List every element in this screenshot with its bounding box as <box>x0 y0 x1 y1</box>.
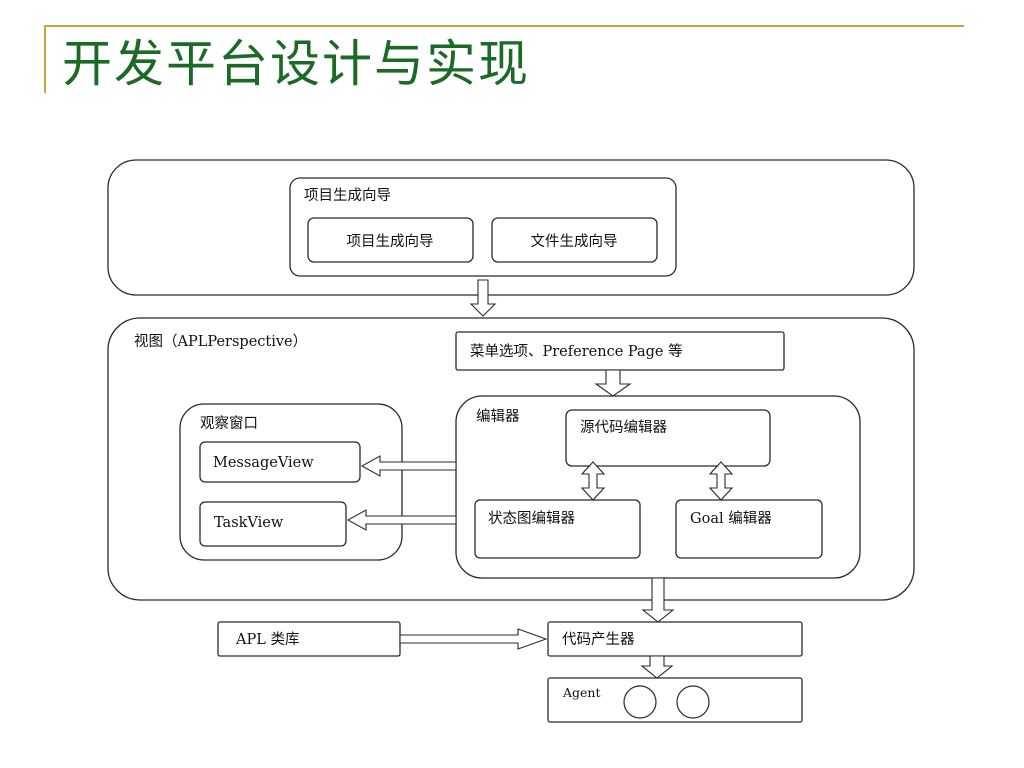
arrow-editor-to-task-view <box>346 509 457 531</box>
goal-editor-label: Goal 编辑器 <box>690 510 772 527</box>
arrow-source-goal-editor <box>708 461 734 501</box>
perspective-label: 视图（APLPerspective） <box>134 333 307 350</box>
message-view-label: MessageView <box>213 455 314 471</box>
arrow-wizard-to-perspective <box>469 279 497 317</box>
project-wizard-label: 项目生成向导 <box>347 233 434 250</box>
source-editor-label: 源代码编辑器 <box>580 419 667 436</box>
menu-options-label: 菜单选项、Preference Page 等 <box>470 342 683 360</box>
message-view-box <box>199 441 361 483</box>
task-view-box <box>199 501 347 547</box>
title-accent-bar <box>44 25 46 93</box>
agent-box <box>547 677 803 723</box>
arrow-library-to-code-generator <box>399 628 548 650</box>
file-wizard-box <box>491 217 658 263</box>
code-generator-label: 代码产生器 <box>562 631 635 648</box>
editor-label: 编辑器 <box>476 408 520 425</box>
arrow-menu-to-editor <box>594 369 632 397</box>
arrow-code-generator-to-agent <box>640 655 674 679</box>
agent-label: Agent <box>562 685 601 700</box>
wizard-group-label: 项目生成向导 <box>304 187 391 204</box>
state-diagram-editor-box <box>474 499 641 559</box>
arrow-editor-to-message-view <box>360 455 457 477</box>
agent-circle-2 <box>676 685 710 719</box>
file-wizard-label: 文件生成向导 <box>531 233 618 250</box>
state-diagram-editor-label: 状态图编辑器 <box>488 510 575 527</box>
source-editor-box <box>565 409 771 467</box>
observation-window-label: 观察窗口 <box>200 414 258 432</box>
agent-circle-1 <box>623 685 657 719</box>
arrow-source-state-editor <box>580 461 606 501</box>
project-wizard-box <box>307 217 474 263</box>
code-generator-box <box>547 621 803 657</box>
title-accent-line <box>44 25 964 27</box>
slide-title: 开发平台设计与实现 <box>62 35 530 93</box>
task-view-label: TaskView <box>214 515 284 531</box>
apl-library-label: APL 类库 <box>235 631 299 648</box>
arrow-perspective-to-code-generator <box>641 577 675 623</box>
goal-editor-box <box>675 499 823 559</box>
